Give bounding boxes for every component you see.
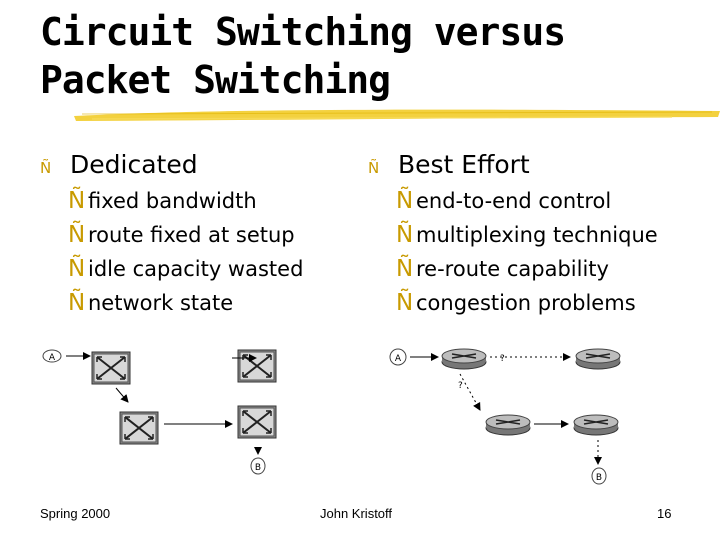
slide-title-line-2: Packet Switching — [40, 58, 391, 102]
path-query-marker: ? — [500, 354, 505, 364]
host-b-icon: B — [591, 467, 607, 485]
right-heading: Best Effort — [398, 150, 530, 179]
svg-text:A: A — [395, 354, 402, 364]
svg-text:B: B — [255, 463, 261, 473]
circuit-switch-icon — [119, 411, 159, 445]
circuit-switch-icon — [91, 351, 131, 385]
bullet-marker: Ñ — [368, 159, 380, 177]
right-heading-row: Ñ Best Effort — [368, 150, 658, 188]
path-query-marker: ? — [458, 381, 463, 391]
footer-author: John Kristoff — [320, 506, 393, 521]
sub-bullet-marker: Ñ — [68, 188, 86, 214]
circuit-switching-diagram: A B — [42, 349, 277, 475]
svg-text:B: B — [596, 473, 602, 483]
bullet-marker: Ñ — [40, 159, 52, 177]
sub-bullet-marker: Ñ — [68, 290, 86, 316]
sub-bullet-marker: Ñ — [396, 290, 414, 316]
svg-text:A: A — [49, 353, 56, 363]
slide-title-line-1: Circuit Switching versus — [40, 10, 566, 54]
title-underline-brush — [74, 109, 720, 121]
sub-bullet-marker: Ñ — [396, 188, 414, 214]
router-icon — [485, 414, 531, 436]
router-icon — [575, 348, 621, 370]
packet-switching-diagram: A ? ? B — [389, 348, 621, 485]
router-icon — [573, 414, 619, 436]
circuit-switch-icon — [237, 349, 277, 383]
host-a-icon: A — [389, 348, 407, 366]
host-b-icon: B — [250, 457, 266, 475]
footer-date: Spring 2000 — [40, 506, 111, 521]
left-heading: Dedicated — [70, 150, 198, 179]
router-icon — [441, 348, 487, 370]
sub-bullet-marker: Ñ — [396, 256, 414, 282]
sub-bullet-marker: Ñ — [68, 222, 86, 248]
page-number: 16 — [657, 506, 672, 521]
left-heading-row: Ñ Dedicated — [40, 150, 303, 188]
host-a-icon: A — [42, 349, 62, 363]
slide-title: Circuit Switching versus Packet Switchin… — [40, 8, 566, 104]
sub-bullet-marker: Ñ — [68, 256, 86, 282]
sub-bullet-marker: Ñ — [396, 222, 414, 248]
circuit-switch-icon — [237, 405, 277, 439]
